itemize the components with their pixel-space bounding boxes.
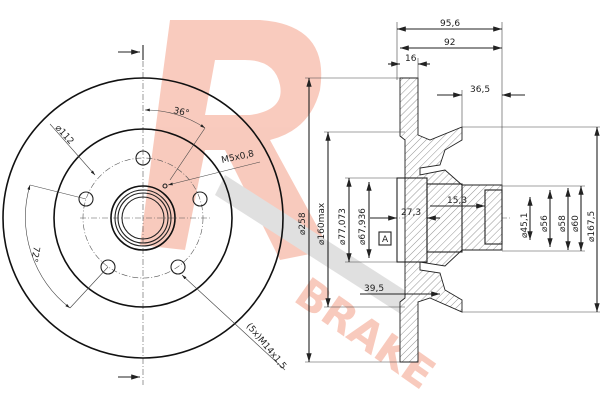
brand-watermark: BRAKE: [140, 20, 444, 399]
label-dia-45: ⌀45,1: [520, 213, 530, 238]
label-dia-60: ⌀60: [571, 215, 581, 232]
bolt-circle: [82, 157, 204, 279]
stud-holes: [78, 150, 208, 275]
side-view: 95,6 92 16 36,5 ⌀258 ⌀160max ⌀77,073 ⌀67…: [298, 19, 600, 363]
logo-gray-stripe: [215, 175, 420, 320]
hub-rings: [110, 185, 176, 251]
label-dia-167: ⌀167,5: [587, 211, 597, 242]
label-dia-58: ⌀58: [558, 215, 568, 232]
label-depth-27: 27,3: [401, 208, 421, 218]
label-dia-67: ⌀67,936: [358, 208, 368, 245]
label-disc-thickness: 16: [405, 54, 417, 64]
label-dia-disc: ⌀258: [298, 212, 308, 235]
label-angle-36: 36°: [172, 106, 190, 119]
disc-outer-edge: [2, 77, 284, 359]
label-overall-width: 95,6: [440, 19, 460, 29]
label-dia-56: ⌀56: [540, 215, 550, 232]
label-depth-15: 15,3: [447, 196, 467, 206]
label-dia-77: ⌀77,073: [338, 208, 348, 245]
label-depth-39: 39,5: [364, 284, 384, 294]
label-width-92: 92: [444, 38, 455, 48]
label-bolt-circle: ⌀112: [53, 123, 76, 146]
label-stud-thread: (5x)M14x1,5: [244, 322, 288, 372]
datum-box: [378, 231, 392, 246]
label-hub-length: 36,5: [470, 85, 490, 95]
label-dia-160max: ⌀160max: [317, 202, 327, 245]
label-angle-72: 72°: [28, 245, 41, 262]
disc-section: [399, 77, 503, 363]
label-datum: A: [382, 235, 389, 245]
front-view: 36° 72° ⌀112 M5x0,8 (5x)M14x1,5: [2, 45, 288, 385]
